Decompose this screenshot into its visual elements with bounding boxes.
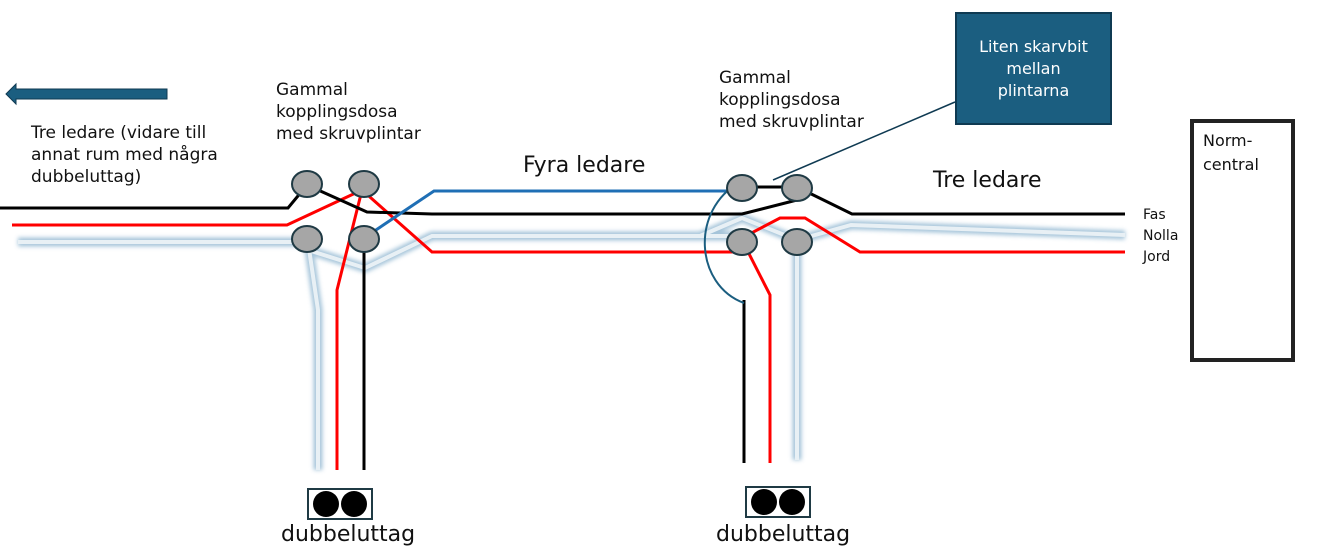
- jord-wire: [12, 188, 363, 227]
- terminal: [781, 228, 813, 256]
- terminal: [291, 170, 323, 198]
- terminal: [348, 225, 380, 253]
- jord-wire: [361, 188, 742, 254]
- outlet-right-label: dubbeluttag: [716, 522, 851, 547]
- terminal: [726, 228, 758, 256]
- distribution-panel: Norm- central: [1190, 119, 1295, 362]
- fas-wires: [0, 183, 1125, 470]
- jord-wire: [335, 189, 364, 470]
- outlet-right: [745, 486, 811, 518]
- junction-left-label: Gammal kopplingsdosa med skruvplintar: [276, 80, 421, 144]
- socket-icon: [751, 489, 777, 515]
- panel-label: Norm- central: [1203, 131, 1259, 174]
- legend-fas: Fas: [1143, 207, 1166, 223]
- jumper-arc: [703, 181, 745, 304]
- terminal: [291, 225, 323, 253]
- junction-right-label: Gammal kopplingsdosa med skruvplintar: [719, 68, 864, 132]
- middle-cable-label: Fyra ledare: [523, 153, 646, 178]
- socket-icon: [313, 491, 339, 517]
- fas-wire: [306, 183, 798, 216]
- fas-wire: [796, 185, 1125, 216]
- nolla-wires: [18, 213, 1126, 470]
- outlet-left: [307, 488, 373, 520]
- right-cable-label: Tre ledare: [933, 168, 1042, 193]
- jord-wires: [12, 188, 1125, 470]
- terminal: [781, 174, 813, 202]
- socket-icon: [341, 491, 367, 517]
- callout-box: Liten skarvbit mellan plintarna: [955, 12, 1112, 125]
- legend-jord: Jord: [1143, 249, 1171, 265]
- nolla-wire: [307, 234, 742, 271]
- terminal: [726, 174, 758, 202]
- jord-wire: [741, 216, 1125, 254]
- nolla-wire: [306, 241, 320, 470]
- callout-leader: [772, 101, 956, 181]
- arrow-left-icon: [5, 82, 168, 106]
- jord-wire: [740, 239, 772, 463]
- legend-nolla: Nolla: [1143, 228, 1179, 244]
- outlet-left-label: dubbeluttag: [281, 522, 416, 547]
- fas-wire: [0, 184, 309, 210]
- socket-icon: [779, 489, 805, 515]
- terminals: [291, 170, 813, 256]
- terminal: [348, 170, 380, 198]
- callout-text: Liten skarvbit mellan plintarna: [979, 36, 1088, 100]
- left-cable-label: Tre ledare (vidare till annat rum med nå…: [31, 123, 218, 187]
